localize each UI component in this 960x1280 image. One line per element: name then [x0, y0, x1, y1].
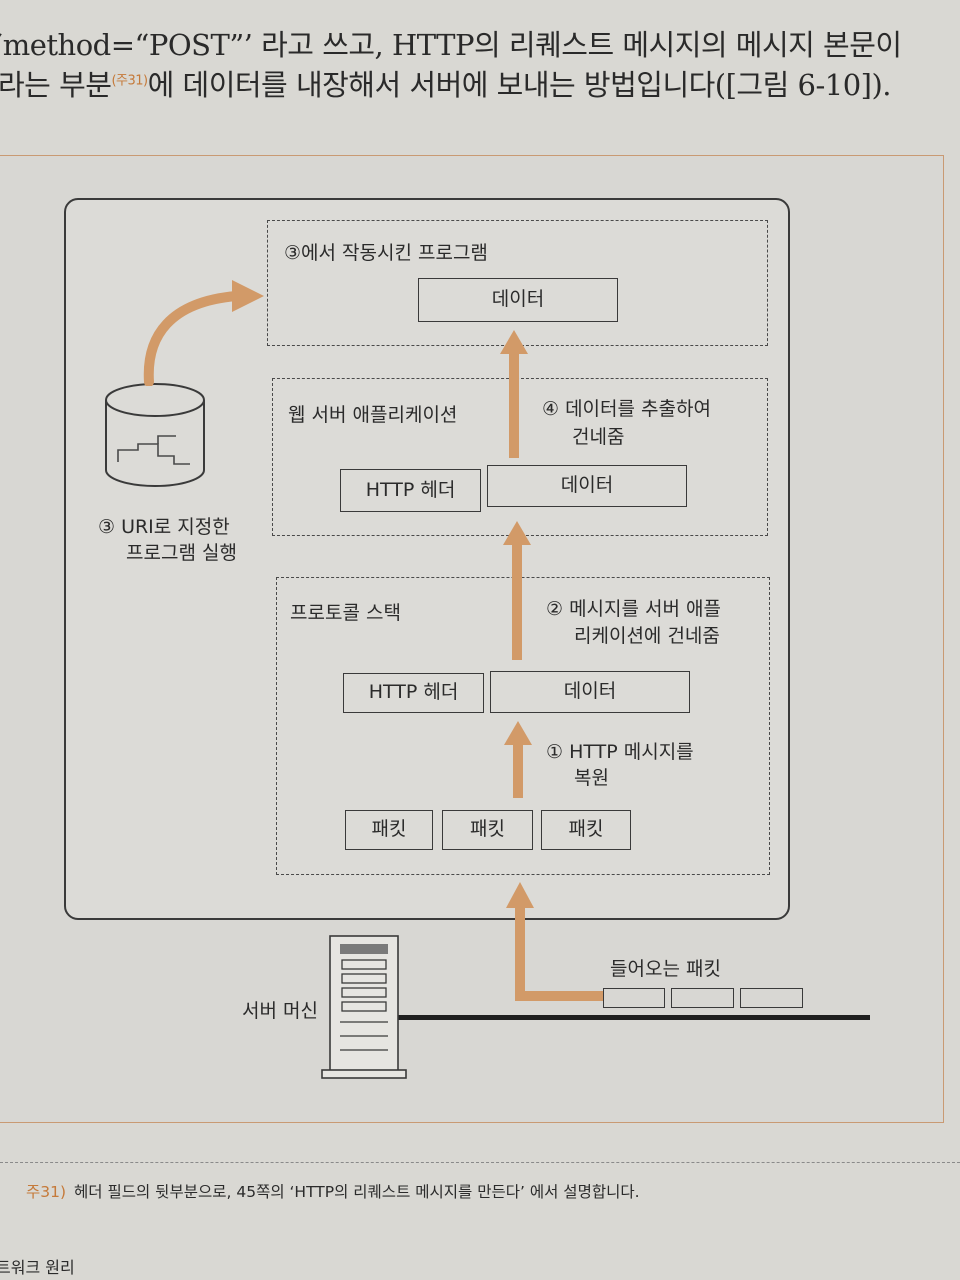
target-program-data: 데이터	[418, 278, 618, 322]
web-app-http-header: HTTP 헤더	[340, 469, 481, 512]
footnote-marker: 주31)	[26, 1183, 67, 1201]
packet-3: 패킷	[541, 810, 631, 850]
step1-label-line2: 복원	[574, 767, 609, 789]
stack-http-header: HTTP 헤더	[343, 673, 484, 713]
packet-1: 패킷	[345, 810, 433, 850]
database-cylinder-icon	[105, 383, 205, 487]
body-text-line-2a: 라는 부분	[0, 68, 112, 102]
server-tower-icon	[321, 935, 407, 1079]
web-app-data: 데이터	[487, 465, 687, 507]
arrow-step4-head	[500, 330, 528, 354]
footnote-text: 헤더 필드의 뒷부분으로, 45쪽의 ‘HTTP의 리퀘스트 메시지를 만든다’…	[74, 1183, 640, 1201]
incoming-packet-1	[603, 988, 665, 1008]
step4-label-line1: ④ 데이터를 추출하여	[542, 398, 711, 420]
footnote-separator	[0, 1162, 960, 1163]
body-text-line-2: 라는 부분(주31)에 데이터를 내장해서 서버에 보내는 방법입니다([그림 …	[0, 62, 958, 104]
footnote: 주31) 헤더 필드의 뒷부분으로, 45쪽의 ‘HTTP의 리퀘스트 메시지를 …	[26, 1180, 640, 1202]
packet-2: 패킷	[442, 810, 533, 850]
stack-data: 데이터	[490, 671, 690, 713]
arrow-step4-body	[509, 352, 519, 458]
body-text-line-2b: 에 데이터를 내장해서 서버에 보내는 방법입니다([그림 6-10]).	[147, 68, 892, 102]
body-text-line-1: ‘method=“POST”’ 라고 쓰고, HTTP의 리퀘스트 메시지의 메…	[0, 28, 902, 62]
incoming-packet-3	[740, 988, 803, 1008]
step4-label-line2: 건네줌	[572, 426, 625, 448]
footnote-ref-31[interactable]: (주31)	[111, 73, 148, 89]
step2-label-line2: 리케이션에 건네줌	[574, 625, 720, 647]
server-machine-label: 서버 머신	[242, 1000, 318, 1022]
step2-label-line1: ② 메시지를 서버 애플	[546, 598, 721, 620]
db-label-line2: 프로그램 실행	[126, 542, 237, 564]
arrow-step1-head	[504, 721, 532, 745]
arrow-step2-body	[512, 544, 522, 660]
arrow-step2-head	[503, 521, 531, 545]
incoming-packet-2	[671, 988, 734, 1008]
arrow-step1-body	[513, 742, 523, 798]
protocol-stack-title: 프로토콜 스택	[290, 602, 401, 624]
target-program-title: ③에서 작동시킨 프로그램	[284, 242, 488, 264]
incoming-arrow	[506, 882, 604, 1001]
curved-arrow-to-program	[143, 280, 264, 386]
web-server-app-title: 웹 서버 애플리케이션	[288, 404, 458, 426]
incoming-packets-label: 들어오는 패킷	[610, 958, 721, 980]
step1-label-line1: ① HTTP 메시지를	[546, 741, 694, 763]
db-label-line1: ③ URI로 지정한	[98, 516, 230, 538]
running-footer: 트워크 원리	[0, 1258, 75, 1277]
network-cable	[386, 1015, 870, 1020]
protocol-stack-box	[276, 577, 770, 875]
